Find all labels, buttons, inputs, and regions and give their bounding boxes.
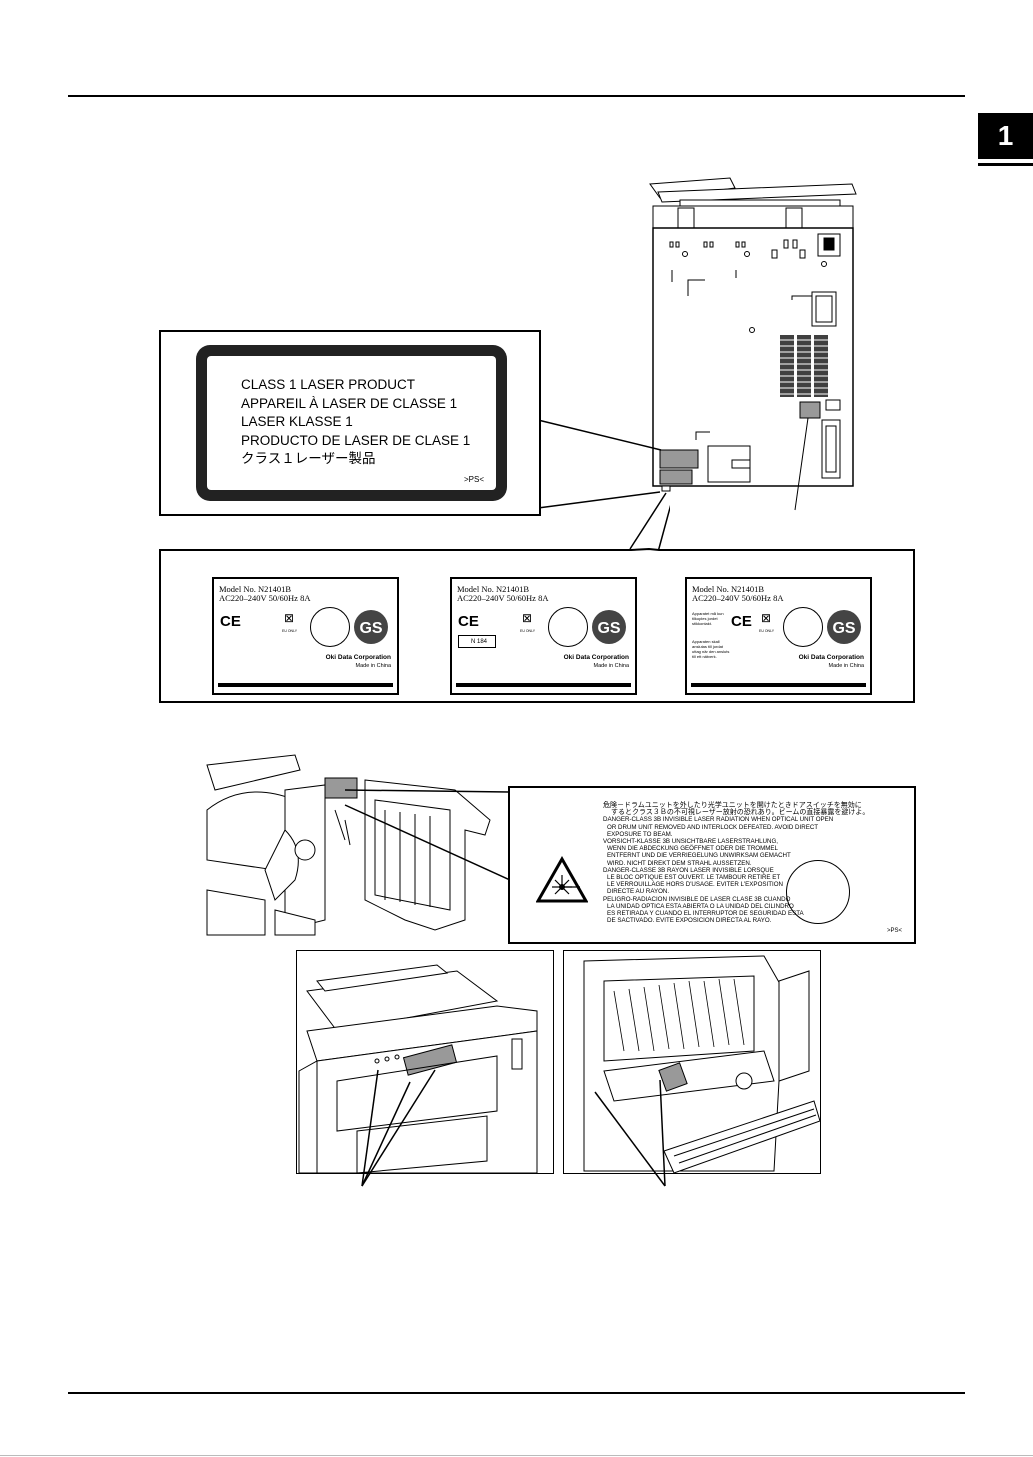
origin-text: Made in China xyxy=(355,663,391,669)
callout-leader-lines xyxy=(537,419,670,553)
label-position-marker xyxy=(799,401,821,419)
photo-leader-lines xyxy=(361,1069,666,1187)
svg-text:GS: GS xyxy=(597,620,620,637)
danger-text-block: 危険－ドラムユニットを外したり光学ユニットを開けたときドアスイッチを無効に する… xyxy=(603,802,869,924)
label-bar xyxy=(691,683,866,687)
weee-bin-icon: ⊠ xyxy=(284,611,295,625)
model-number: Model No. N21401B xyxy=(219,584,292,594)
origin-text: Made in China xyxy=(593,663,629,669)
company-name: Oki Data Corporation xyxy=(325,654,391,661)
class1-laser-label: CLASS 1 LASER PRODUCT APPAREIL À LASER D… xyxy=(196,345,507,501)
chapter-tab: 1 xyxy=(978,113,1033,159)
model-number: Model No. N21401B xyxy=(692,584,765,594)
danger-es-line: ES RETIRADA Y CUANDO EL INTERRUPTOR DE S… xyxy=(607,910,804,918)
danger-jp-line: するとクラス３Ｂの不可視レーザー放射の恐れあり。ビームの直接暴露を避けよ。 xyxy=(611,809,870,817)
danger-de-line: VORSICHT-KLASSE 3B UNSICHTBARE LASERSTRA… xyxy=(603,838,779,846)
label-position-marker xyxy=(659,469,693,485)
company-name: Oki Data Corporation xyxy=(563,654,629,661)
nordic-notice-bottom: Apparaten skall anslutas till jordat utt… xyxy=(692,639,730,659)
tuv-seal-icon xyxy=(310,607,350,647)
danger-en-line: EXPOSURE TO BEAM. xyxy=(607,830,673,838)
danger-de-line: WENN DIE ABDECKUNG GEÖFFNET ODER DIE TRO… xyxy=(607,845,778,853)
gs-mark-icon: GS xyxy=(827,610,861,644)
danger-es-line: DE SACTIVADO. EVITE EXPOSICION DIRECTA A… xyxy=(607,917,772,925)
danger-fr-line: DIRECTE AU RAYON. xyxy=(607,888,670,896)
ce-mark: CE xyxy=(458,613,479,630)
danger-es-line: PELIGRO-RADIACION INVISIBLE DE LASER CLA… xyxy=(603,895,791,903)
danger-jp-line: 危険－ドラムユニットを外したり光学ユニットを開けたときドアスイッチを無効に xyxy=(603,802,862,809)
nordic-notice-top: Apparatet må kun tilkoples jordet stikko… xyxy=(692,611,724,626)
page-edge xyxy=(0,1455,1033,1456)
eu-only-text: EU ONLY xyxy=(520,629,536,633)
label-bar xyxy=(218,683,393,687)
voltage-rating: AC220–240V 50/60Hz 8A xyxy=(692,593,784,603)
tuv-seal-icon xyxy=(783,607,823,647)
svg-text:GS: GS xyxy=(832,620,855,637)
danger-leader-lines xyxy=(344,789,511,881)
danger-label-callout: 危険－ドラムユニットを外したり光学ユニットを開けたときドアスイッチを無効に する… xyxy=(508,786,916,944)
danger-es-line: LA UNIDAD OPTICA ESTA ABIERTA O LA UNIDA… xyxy=(607,902,794,910)
company-name: Oki Data Corporation xyxy=(798,654,864,661)
control-panel-drawing xyxy=(298,964,538,1174)
weee-bin-icon: ⊠ xyxy=(761,611,772,625)
label-bar xyxy=(456,683,631,687)
printer-rear-illustration xyxy=(649,177,857,511)
voltage-rating: AC220–240V 50/60Hz 8A xyxy=(457,593,549,603)
laser-label-line: CLASS 1 LASER PRODUCT xyxy=(241,377,416,392)
eu-only-text: EU ONLY xyxy=(759,629,775,633)
eu-only-text: EU ONLY xyxy=(282,629,298,633)
ce-mark: CE xyxy=(220,613,241,630)
danger-fr-line: LE BLOC OPTIQUE EST OUVERT. LE TAMBOUR R… xyxy=(607,874,781,882)
laser-label-line: APPAREIL À LASER DE CLASSE 1 xyxy=(241,395,458,411)
voltage-rating: AC220–240V 50/60Hz 8A xyxy=(219,593,311,603)
laser-warning-icon xyxy=(536,856,588,903)
danger-label-code: >PS< xyxy=(886,928,902,934)
origin-text: Made in China xyxy=(828,663,864,669)
header-rule xyxy=(68,95,965,97)
gs-mark-icon: GS xyxy=(592,610,626,644)
laser-label-line: PRODUCTO DE LASER DE CLASE 1 xyxy=(241,432,471,448)
tuv-seal-icon xyxy=(548,607,588,647)
footer-rule xyxy=(68,1392,965,1394)
danger-en-line: DANGER-CLASS 3B INVISIBLE LASER RADIATIO… xyxy=(603,816,834,824)
weee-bin-icon: ⊠ xyxy=(522,611,533,625)
label-circle xyxy=(786,860,850,924)
c-tick-mark: N 184 xyxy=(458,635,496,648)
danger-fr-line: LE VERROUILLAGE HORS D'USAGE. EVITER L'E… xyxy=(607,881,784,889)
control-panel-area-illustration xyxy=(296,950,554,1174)
svg-text:GS: GS xyxy=(359,620,382,637)
fuser-area-illustration xyxy=(563,950,821,1174)
danger-fr-line: DANGER-CLASSE 3B RAYON LASER INVISIBLE L… xyxy=(603,866,774,874)
fuser-drawing xyxy=(583,955,821,1174)
danger-de-line: ENTFERNT UND DIE VERRIEGELUNG UNWIRKSAM … xyxy=(607,852,791,860)
label-position-marker xyxy=(659,449,699,469)
danger-en-line: OR DRUM UNIT REMOVED AND INTERLOCK DEFEA… xyxy=(607,823,819,831)
danger-de-line: WIRD. NICHT DIREKT DEM STRAHL AUSSETZEN. xyxy=(607,859,752,867)
ce-mark: CE xyxy=(731,613,752,630)
model-number: Model No. N21401B xyxy=(457,584,530,594)
chapter-number: 1 xyxy=(997,120,1014,151)
laser-label-code: >PS< xyxy=(463,475,484,484)
front-door-open-illustration xyxy=(206,754,491,936)
gs-mark-icon: GS xyxy=(354,610,388,644)
laser-label-line: クラス１レーザー製品 xyxy=(241,451,376,466)
laser-label-line: LASER KLASSE 1 xyxy=(241,414,353,429)
chapter-tab-rule xyxy=(978,163,1033,166)
